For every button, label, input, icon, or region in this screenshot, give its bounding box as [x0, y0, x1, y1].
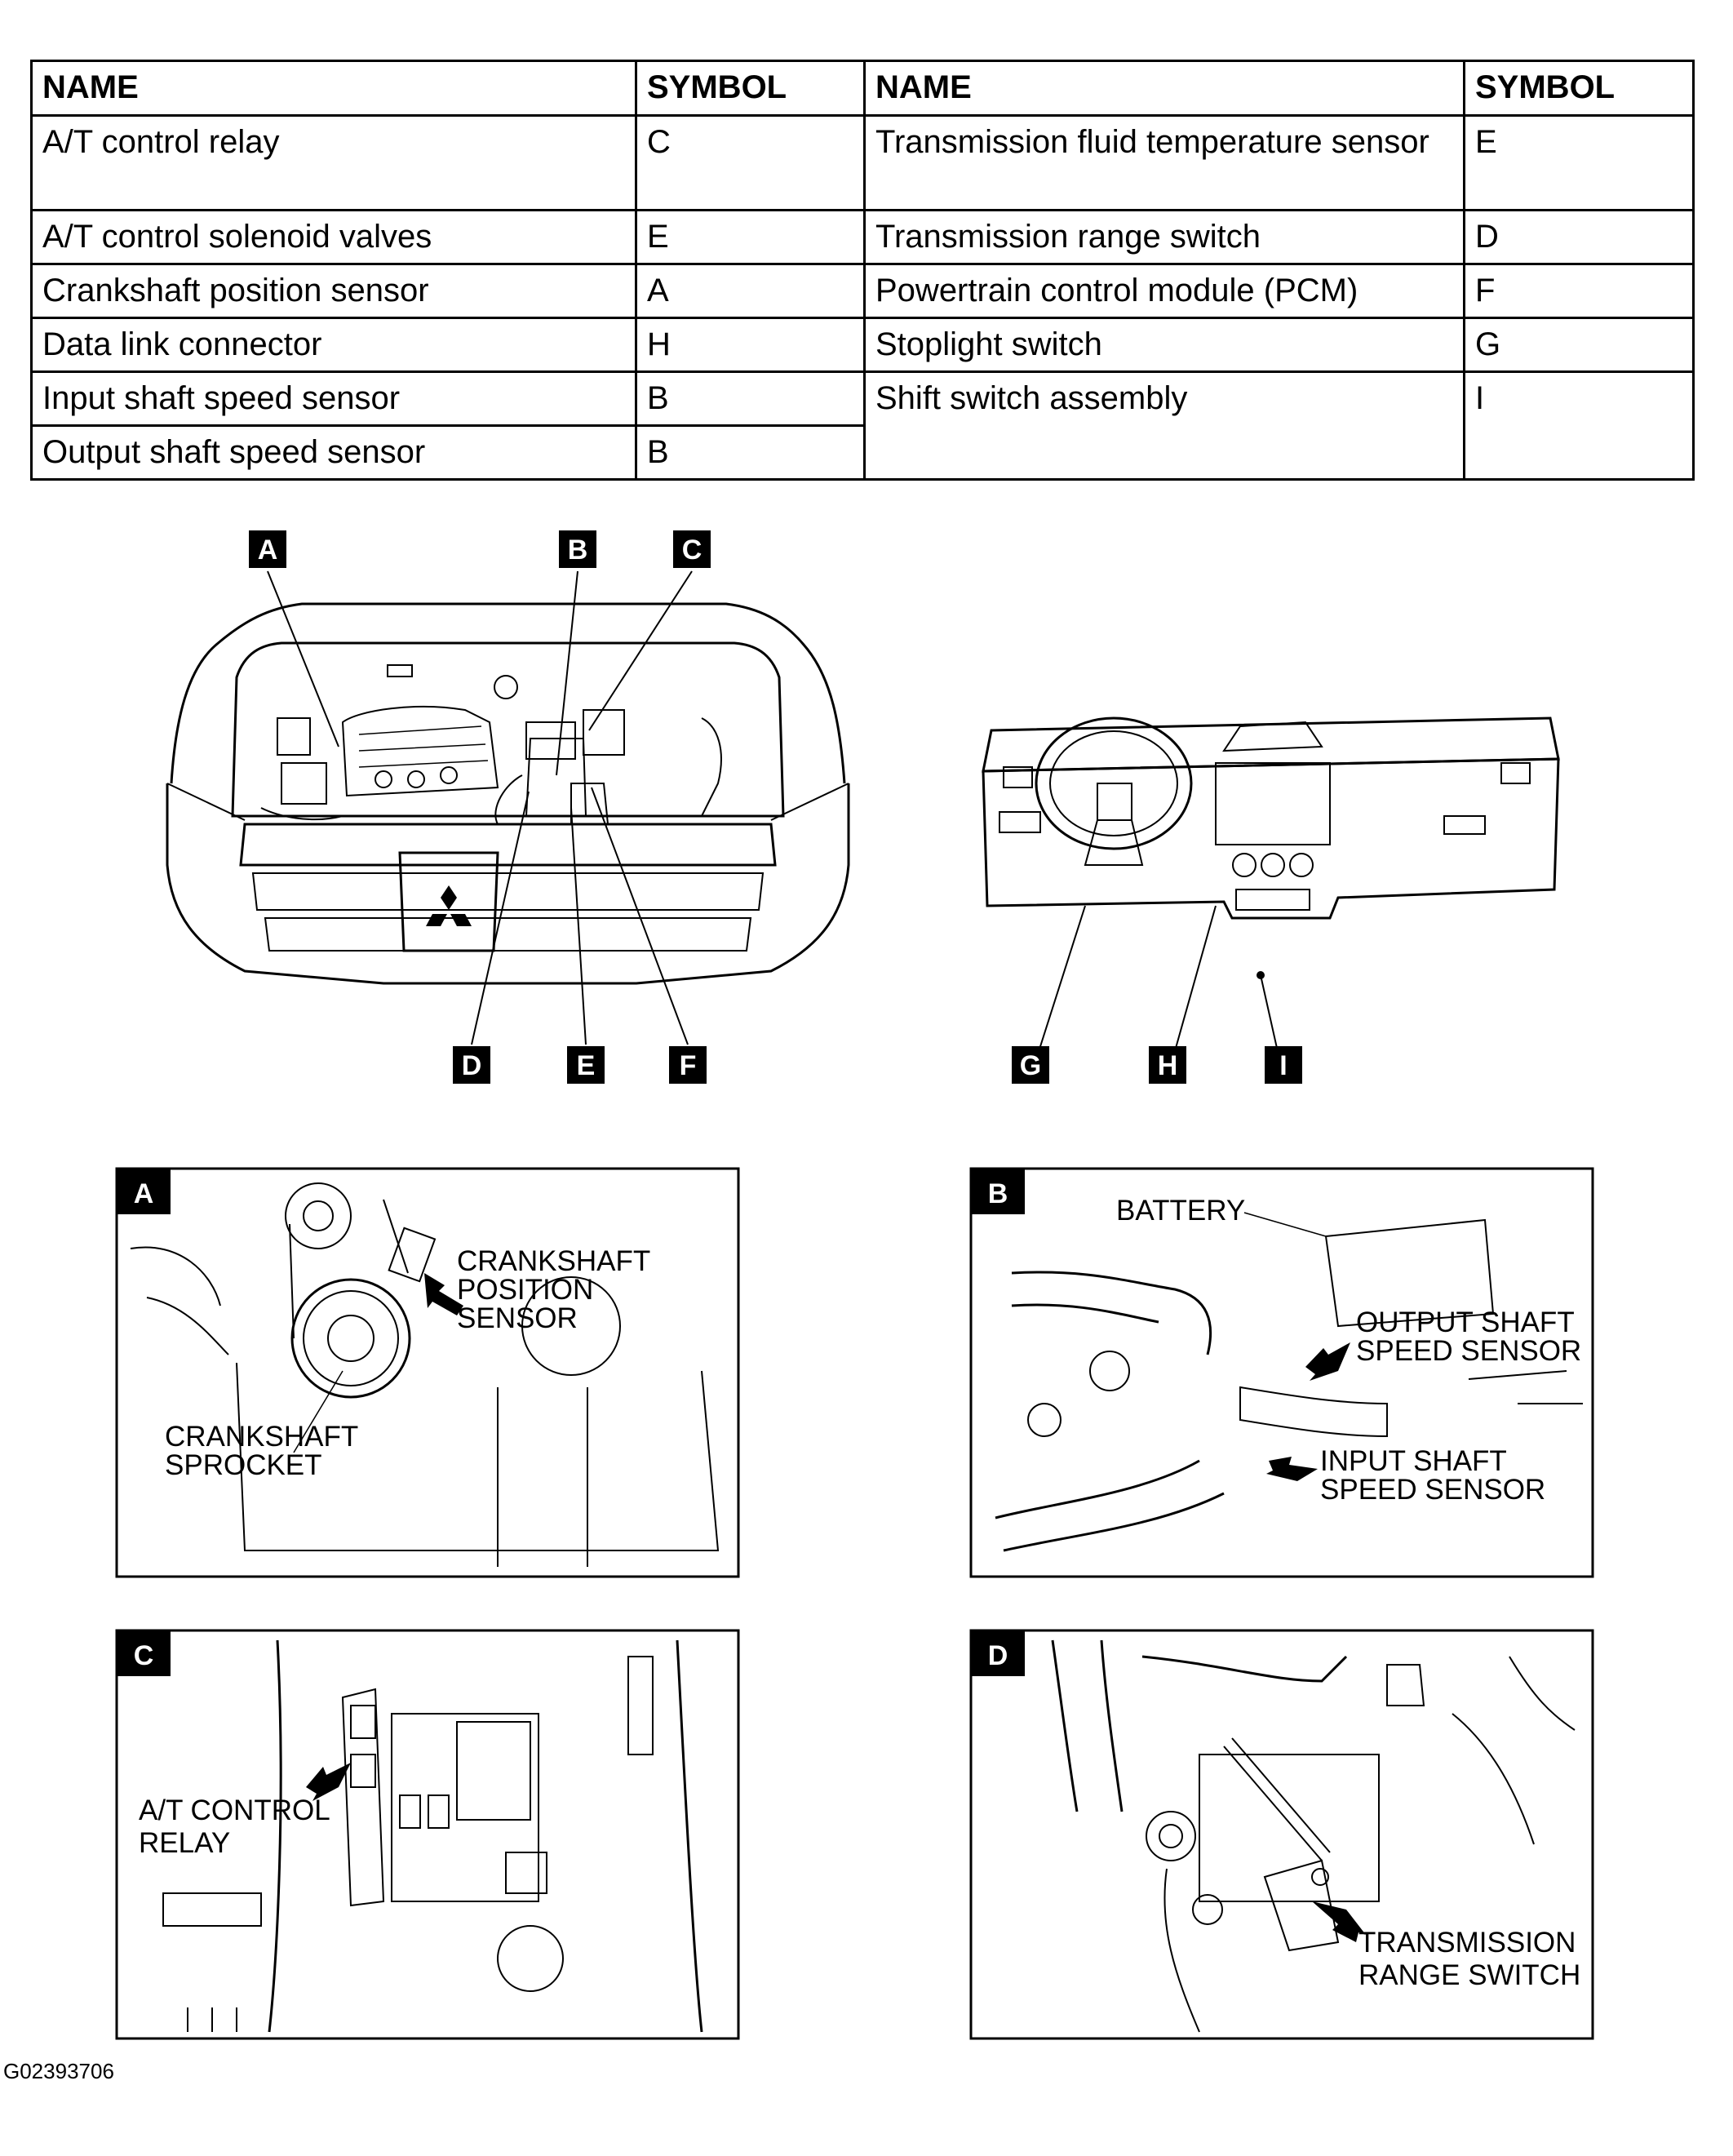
- callout-tag-g: G: [1012, 1046, 1049, 1084]
- component-name: Data link connector: [30, 317, 637, 373]
- svg-text:G: G: [1020, 1050, 1041, 1081]
- header-symbol-right: SYMBOL: [1463, 60, 1695, 117]
- component-symbol: A: [635, 263, 866, 319]
- svg-text:D: D: [462, 1050, 482, 1081]
- callout-tag-f: F: [669, 1046, 707, 1084]
- component-symbol: B: [635, 424, 866, 481]
- svg-text:BATTERY: BATTERY: [1116, 1195, 1245, 1227]
- svg-text:A: A: [134, 1178, 154, 1209]
- component-name: Output shaft speed sensor: [30, 424, 637, 481]
- svg-text:CRANKSHAFT: CRANKSHAFT: [457, 1245, 650, 1277]
- svg-text:SPEED SENSOR: SPEED SENSOR: [1356, 1335, 1581, 1367]
- callout-tag-c: C: [673, 530, 711, 568]
- svg-text:A: A: [258, 535, 278, 566]
- table-header-row: NAME SYMBOL NAME SYMBOL: [30, 60, 1695, 117]
- svg-text:C: C: [682, 535, 703, 566]
- svg-text:B: B: [568, 535, 588, 566]
- callout-tag-i: I: [1265, 1046, 1302, 1084]
- svg-text:INPUT SHAFT: INPUT SHAFT: [1320, 1445, 1507, 1477]
- detail-panel-a: A CRANKSHAFT POSITION SENSOR CRANKSHAFT …: [115, 1167, 740, 1578]
- component-symbol: H: [635, 317, 866, 373]
- detail-panel-b: B BATTERY OUTPUT SHAFT SPEED SENSOR INPU…: [969, 1167, 1594, 1578]
- component-name: A/T control solenoid valves: [30, 209, 637, 265]
- component-symbol: C: [635, 114, 866, 211]
- component-symbol: E: [635, 209, 866, 265]
- header-name-left: NAME: [30, 60, 637, 117]
- svg-text:SPROCKET: SPROCKET: [165, 1449, 322, 1481]
- callout-tag-a: A: [249, 530, 286, 568]
- callout-tag-h: H: [1149, 1046, 1186, 1084]
- table-row: A/T control relay C Transmission fluid t…: [30, 114, 1695, 211]
- callout-tag-e: E: [567, 1046, 605, 1084]
- component-name: Stoplight switch: [863, 317, 1465, 373]
- component-symbol: D: [1463, 209, 1695, 265]
- svg-text:H: H: [1158, 1050, 1178, 1081]
- svg-text:C: C: [134, 1640, 154, 1671]
- svg-text:SPEED SENSOR: SPEED SENSOR: [1320, 1474, 1545, 1506]
- header-name-right: NAME: [863, 60, 1465, 117]
- svg-text:E: E: [577, 1050, 596, 1081]
- component-name: Crankshaft position sensor: [30, 263, 637, 319]
- svg-text:POSITION: POSITION: [457, 1274, 593, 1306]
- callout-tag-b: B: [559, 530, 596, 568]
- component-name: Transmission fluid temperature sensor: [863, 114, 1465, 211]
- component-name: Shift switch assembly: [863, 370, 1465, 481]
- figure-id: G02393706: [3, 2059, 114, 2083]
- component-name: Transmission range switch: [863, 209, 1465, 265]
- svg-text:TRANSMISSION: TRANSMISSION: [1358, 1927, 1576, 1959]
- engine-compartment-illustration: [166, 570, 850, 1045]
- header-symbol-left: SYMBOL: [635, 60, 866, 117]
- table-row: A/T control solenoid valves E Transmissi…: [30, 209, 1695, 265]
- table-row: Input shaft speed sensor B Shift switch …: [30, 370, 1695, 481]
- component-symbol: I: [1463, 370, 1695, 481]
- svg-text:F: F: [680, 1050, 697, 1081]
- component-name: Powertrain control module (PCM): [863, 263, 1465, 319]
- dashboard-illustration: [982, 716, 1560, 1078]
- svg-text:I: I: [1279, 1050, 1287, 1081]
- table-row: Crankshaft position sensor A Powertrain …: [30, 263, 1695, 319]
- svg-text:OUTPUT SHAFT: OUTPUT SHAFT: [1356, 1306, 1575, 1338]
- svg-text:RANGE SWITCH: RANGE SWITCH: [1358, 1959, 1580, 1991]
- table-row: Data link connector H Stoplight switch G: [30, 317, 1695, 373]
- component-symbol: E: [1463, 114, 1695, 211]
- detail-panel-d: D TRANSMISSION RANGE SWITCH: [969, 1629, 1594, 2040]
- callout-tag-d: D: [453, 1046, 490, 1084]
- svg-text:A/T CONTROL: A/T CONTROL: [139, 1794, 330, 1826]
- svg-text:RELAY: RELAY: [139, 1827, 230, 1859]
- component-symbol: B: [635, 370, 866, 427]
- component-locator-table: NAME SYMBOL NAME SYMBOL A/T control rela…: [30, 60, 1695, 481]
- svg-text:D: D: [988, 1640, 1008, 1671]
- svg-text:CRANKSHAFT: CRANKSHAFT: [165, 1421, 358, 1453]
- component-name: A/T control relay: [30, 114, 637, 211]
- svg-text:B: B: [988, 1178, 1008, 1209]
- svg-text:SENSOR: SENSOR: [457, 1302, 578, 1334]
- table-row: Output shaft speed sensor B: [30, 424, 1694, 481]
- component-symbol: G: [1463, 317, 1695, 373]
- component-symbol: F: [1463, 263, 1695, 319]
- detail-panel-c: C A/T CONTROL RELAY: [115, 1629, 740, 2040]
- component-name: Input shaft speed sensor: [30, 370, 637, 427]
